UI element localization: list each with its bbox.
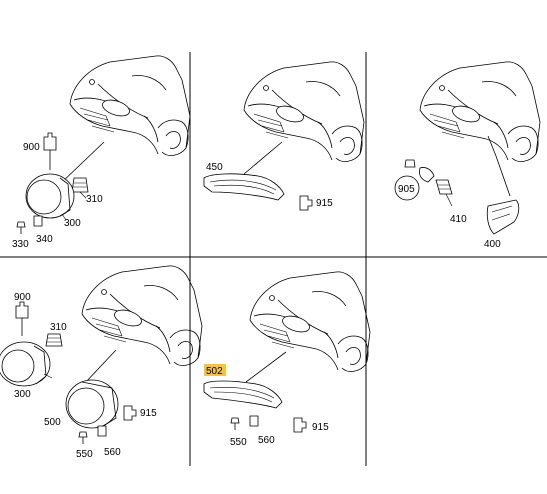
part-label-550[interactable]: 550 <box>230 437 247 448</box>
car-illustration <box>81 265 203 366</box>
panel-2: 450 915 <box>203 61 365 211</box>
part-label-915[interactable]: 915 <box>316 198 333 209</box>
connector-part-900: 900 <box>14 292 31 336</box>
part-label-330[interactable]: 330 <box>12 239 29 250</box>
panel-1: 900 310 300 330 340 <box>12 55 191 250</box>
car-illustration <box>243 61 365 162</box>
part-label-560[interactable]: 560 <box>258 435 275 446</box>
part-label-500[interactable]: 500 <box>44 417 61 428</box>
bulb-part-310: 310 <box>45 322 67 347</box>
lens-part-400: 400 <box>484 199 520 250</box>
part-label-300[interactable]: 300 <box>64 218 81 229</box>
panel-4: 900 310 300 500 915 550 <box>0 265 203 460</box>
foglamp-part-300: 300 <box>0 341 53 400</box>
clip-part-560: 560 <box>249 415 275 446</box>
part-label-310[interactable]: 310 <box>50 322 67 333</box>
foglamp-part-500: 500 <box>44 379 119 429</box>
part-label-300[interactable]: 300 <box>14 389 31 400</box>
screw-part-550: 550 <box>76 431 93 460</box>
part-label-915[interactable]: 915 <box>140 408 157 419</box>
clip-part-560: 560 <box>97 425 121 458</box>
car-illustration <box>249 271 371 372</box>
part-label-915[interactable]: 915 <box>312 422 329 433</box>
part-label-310[interactable]: 310 <box>86 194 103 205</box>
led-light-part-450: 450 <box>203 162 285 201</box>
part-label-550[interactable]: 550 <box>76 449 93 460</box>
part-label-340[interactable]: 340 <box>36 234 53 245</box>
connector-part-915: 915 <box>123 405 157 421</box>
clip-part-340: 340 <box>33 215 53 245</box>
part-label-450[interactable]: 450 <box>206 162 223 173</box>
connector-part-915: 915 <box>299 195 333 211</box>
bulb-part-410: 410 <box>435 179 467 225</box>
bulb-part-310: 310 <box>71 177 103 205</box>
connector-part-915: 915 <box>293 417 329 433</box>
panel-grid <box>0 52 547 466</box>
panel-3: 905 410 400 <box>394 61 541 250</box>
part-label-900[interactable]: 900 <box>14 292 31 303</box>
highlight-marker <box>204 364 226 376</box>
socket-part-905: 905 <box>394 159 435 201</box>
part-label-560[interactable]: 560 <box>104 447 121 458</box>
screw-part-330: 330 <box>12 221 29 250</box>
foglamp-part-300: 300 <box>25 173 81 229</box>
part-label-905[interactable]: 905 <box>398 184 415 195</box>
screw-part-550: 550 <box>230 417 247 448</box>
panel-5: 502 915 550 560 <box>203 271 371 448</box>
part-label-400[interactable]: 400 <box>484 239 501 250</box>
led-light-part-502: 502 <box>203 364 283 409</box>
car-illustration <box>419 61 541 162</box>
connector-part-900: 900 <box>23 132 57 170</box>
part-label-410[interactable]: 410 <box>450 214 467 225</box>
car-illustration <box>69 55 191 156</box>
part-label-900[interactable]: 900 <box>23 142 40 153</box>
part-label-502[interactable]: 502 <box>206 366 223 377</box>
